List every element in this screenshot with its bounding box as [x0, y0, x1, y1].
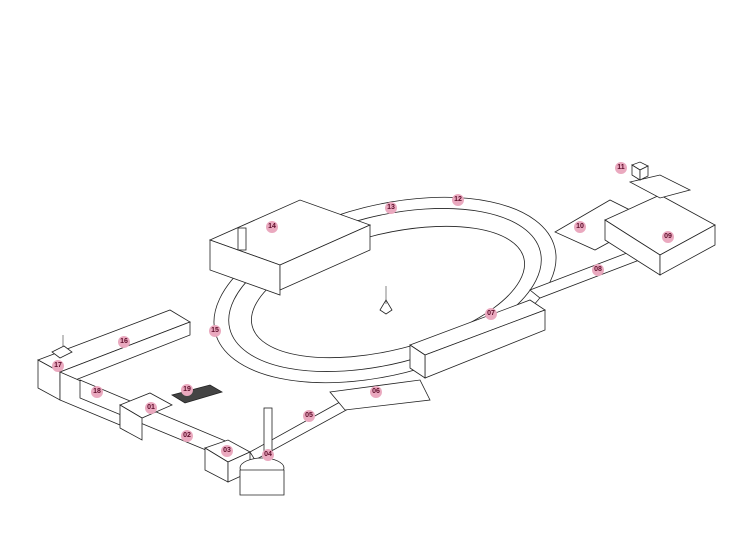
label-08: 08 — [592, 264, 604, 276]
label-13: 13 — [385, 202, 397, 214]
courtyard-complex — [37, 309, 431, 496]
corridor-and-annex — [529, 161, 716, 299]
label-02: 02 — [181, 430, 193, 442]
label-04: 04 — [262, 449, 274, 461]
label-11: 11 — [615, 162, 627, 174]
oval-arena — [213, 196, 557, 384]
label-01: 01 — [145, 402, 157, 414]
label-05: 05 — [303, 410, 315, 422]
label-19: 19 — [181, 384, 193, 396]
label-14: 14 — [266, 221, 278, 233]
arcade-building — [208, 199, 372, 296]
east-pavilion — [409, 299, 546, 379]
label-07: 07 — [485, 308, 497, 320]
label-12: 12 — [452, 194, 464, 206]
label-15: 15 — [209, 325, 221, 337]
label-16: 16 — [118, 336, 130, 348]
label-10: 10 — [574, 221, 586, 233]
label-06: 06 — [370, 386, 382, 398]
label-09: 09 — [662, 231, 674, 243]
label-03: 03 — [221, 445, 233, 457]
label-17: 17 — [52, 360, 64, 372]
label-18: 18 — [91, 386, 103, 398]
